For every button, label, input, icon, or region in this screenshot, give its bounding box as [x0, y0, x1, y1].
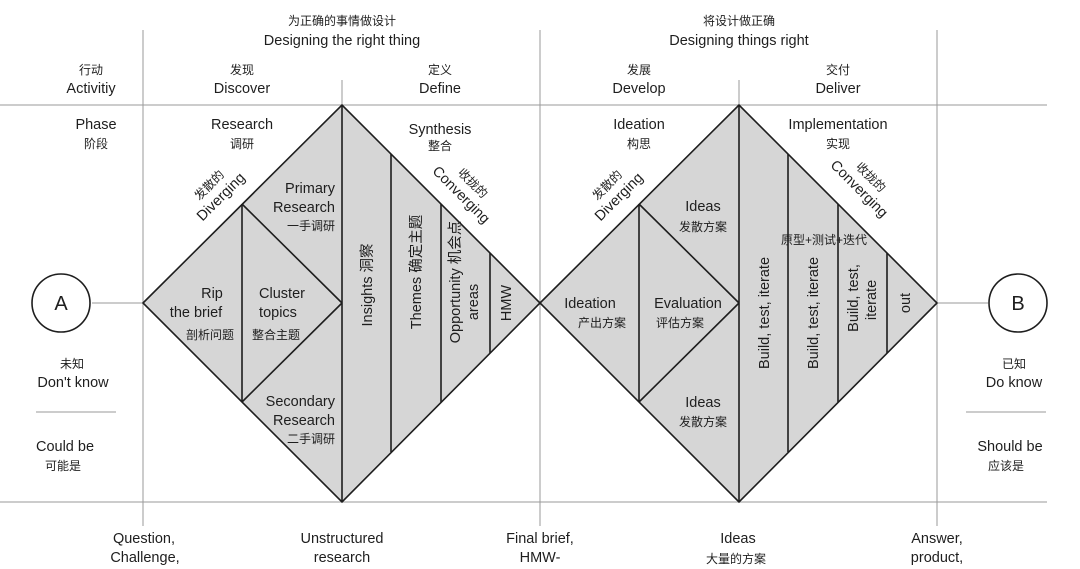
start-circle	[31, 273, 91, 333]
diamond-discover-define	[141, 103, 542, 504]
diamond-1-inner-line	[241, 203, 343, 304]
output-4-line2: 大量的方案	[706, 551, 766, 566]
phase-synthesis-cn: 整合	[428, 138, 452, 153]
output-2-line1: Unstructured	[300, 531, 383, 547]
out-label: out	[898, 293, 914, 313]
phase-label-cn: 阶段	[84, 136, 108, 151]
grid-lines	[0, 30, 1047, 526]
start-label: A	[54, 293, 68, 315]
diamond-2-inner-line	[638, 302, 740, 403]
output-3-line1: Final brief,	[506, 531, 574, 547]
output-1-line2: Challenge,	[110, 550, 179, 566]
could-be-cn: 可能是	[45, 459, 81, 473]
diamond-develop-deliver	[538, 103, 939, 504]
stage-define-en: Define	[419, 81, 461, 97]
phase-synthesis-en: Synthesis	[409, 122, 472, 138]
phase-research-en: Research	[211, 117, 273, 133]
should-be-en: Should be	[977, 439, 1042, 455]
stage-develop-en: Develop	[612, 81, 665, 97]
phase-ideation-cn: 构思	[627, 136, 651, 151]
stage-deliver-en: Deliver	[815, 81, 860, 97]
output-4-line1: Ideas	[720, 531, 755, 547]
diamond-1-inner-line	[241, 302, 343, 403]
rip-line2: the brief	[170, 305, 223, 321]
phase-label-en: Phase	[75, 117, 116, 133]
opportunity-line2: areas	[466, 284, 482, 320]
evaluation-cn: 评估方案	[656, 315, 704, 330]
end-circle	[988, 273, 1048, 333]
diamond-2-outline	[538, 103, 939, 504]
secondary-line2: Research	[273, 413, 335, 429]
primary-cn: 一手调研	[287, 219, 335, 233]
insights-label: Insights 洞察	[358, 244, 376, 327]
ideas-top-cn: 发散方案	[679, 219, 727, 234]
stage-define-cn: 定义	[428, 62, 452, 77]
primary-line2: Research	[273, 200, 335, 216]
build-test-iterate-3-line1: Build, test,	[846, 264, 862, 332]
should-be-cn: 应该是	[988, 458, 1024, 473]
stage-develop-cn: 发展	[627, 62, 651, 77]
stage-discover-en: Discover	[214, 81, 271, 97]
themes-label: Themes 确定主题	[408, 215, 425, 329]
cluster-cn: 整合主题	[252, 327, 300, 342]
hmw-label: HMW	[499, 285, 515, 322]
activity-label-en: Activitiy	[66, 81, 116, 97]
could-be-en: Could be	[36, 439, 94, 455]
ideas-bottom-cn: 发散方案	[679, 414, 727, 429]
output-2-line2: research	[314, 550, 370, 566]
end-label: B	[1011, 293, 1024, 315]
rip-cn: 剖析问题	[186, 328, 234, 342]
output-1-line1: Question,	[113, 531, 175, 547]
output-3-line2: HMW-	[520, 550, 561, 566]
header-left-en: Designing the right thing	[264, 33, 420, 49]
header-left-cn: 为正确的事情做设计	[288, 13, 396, 28]
build-test-iterate-3-line2: iterate	[864, 280, 880, 320]
opportunity-line1: Opportunity 机会点	[447, 221, 464, 344]
ideas-bottom-en: Ideas	[685, 395, 720, 411]
diamond-2-inner-line	[638, 203, 740, 304]
phase-ideation-en: Ideation	[613, 117, 665, 133]
primary-line1: Primary	[285, 181, 336, 197]
rip-line1: Rip	[201, 286, 223, 302]
evaluation-en: Evaluation	[654, 296, 722, 312]
ideation-inner-cn: 产出方案	[578, 315, 626, 330]
ideas-top-en: Ideas	[685, 199, 720, 215]
build-test-iterate-1: Build, test, iterate	[757, 257, 773, 369]
build-test-iterate-2: Build, test, iterate	[806, 257, 822, 369]
phase-implementation-cn: 实现	[826, 136, 850, 151]
secondary-cn: 二手调研	[287, 432, 335, 446]
secondary-line1: Secondary	[266, 394, 336, 410]
unknown-en: Don't know	[37, 375, 109, 391]
known-cn: 已知	[1002, 357, 1026, 371]
output-5-line1: Answer,	[911, 531, 963, 547]
unknown-cn: 未知	[60, 357, 84, 371]
header-right-cn: 将设计做正确	[703, 13, 775, 28]
stage-deliver-cn: 交付	[826, 62, 850, 77]
header-right-en: Designing things right	[669, 33, 808, 49]
prototype-label: 原型+测试+迭代	[781, 232, 867, 247]
phase-research-cn: 调研	[230, 137, 254, 151]
activity-label-cn: 行动	[79, 63, 103, 77]
ideation-inner-en: Ideation	[564, 296, 616, 312]
cluster-line1: Cluster	[259, 286, 305, 302]
stage-discover-cn: 发现	[230, 62, 254, 77]
known-en: Do know	[986, 375, 1043, 391]
phase-implementation-en: Implementation	[788, 117, 887, 133]
cluster-line2: topics	[259, 305, 297, 321]
output-5-line2: product,	[911, 550, 963, 566]
